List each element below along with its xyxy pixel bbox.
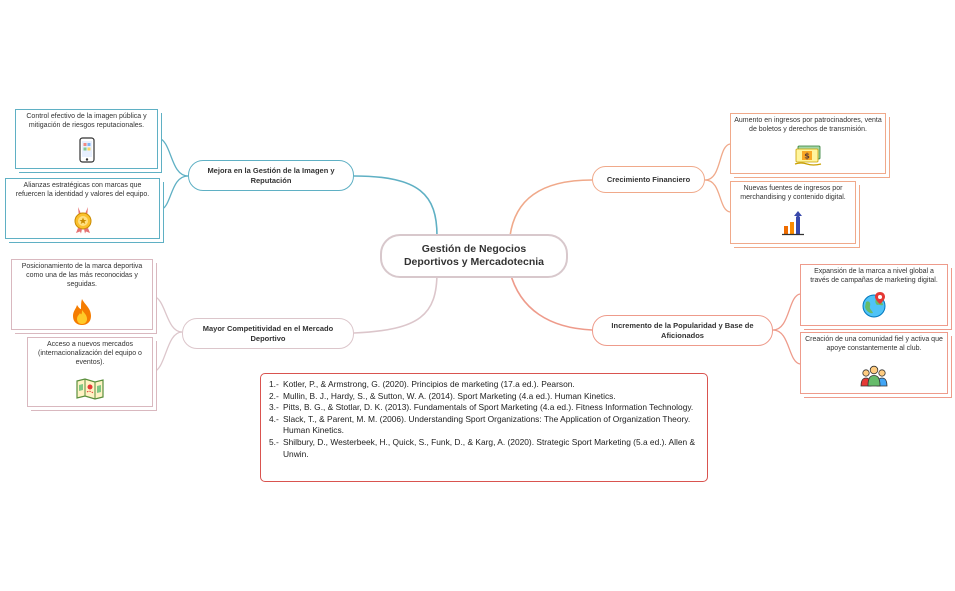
- link-fin-card1: [704, 143, 731, 181]
- reference-item: 1.- Kotler, P., & Armstrong, G. (2020). …: [269, 379, 699, 391]
- reference-number: 2.-: [269, 390, 279, 401]
- reference-text: Shilbury, D., Westerbeek, H., Quick, S.,…: [283, 436, 696, 459]
- card-text: Aumento en ingresos por patrocinadores, …: [734, 117, 882, 133]
- central-topic-line2: Deportivos y Mercadotecnia: [403, 256, 545, 268]
- topic-crecimiento-financiero[interactable]: Crecimiento Financiero: [592, 166, 705, 193]
- card-competitividad-1[interactable]: Posicionamiento de la marca deportiva co…: [11, 259, 153, 330]
- card-imagen-2[interactable]: Alianzas estratégicas con marcas que ref…: [5, 178, 160, 239]
- card-financiero-1[interactable]: Aumento en ingresos por patrocinadores, …: [730, 113, 886, 174]
- reference-item: 2.- Mullin, B. J., Hardy, S., & Sutton, …: [269, 391, 699, 403]
- card-text: Nuevas fuentes de ingresos por merchandi…: [740, 185, 846, 201]
- card-popularidad-1[interactable]: Expansión de la marca a nivel global a t…: [800, 264, 948, 326]
- link-pop-card2: [772, 329, 801, 365]
- central-topic-line1: Gestión de Negocios: [421, 243, 527, 255]
- reference-text: Mullin, B. J., Hardy, S., & Sutton, W. A…: [283, 390, 616, 401]
- money-icon: $: [794, 145, 822, 170]
- topic-label: Crecimiento Financiero: [606, 174, 691, 184]
- card-text: Creación de una comunidad fiel y activa …: [805, 336, 943, 352]
- card-text: Posicionamiento de la marca deportiva co…: [21, 263, 143, 288]
- link-fin-card2: [704, 179, 731, 213]
- smartphone-icon: [78, 137, 95, 166]
- link-center-popularidad: [509, 271, 593, 331]
- references-box[interactable]: 1.- Kotler, P., & Armstrong, G. (2020). …: [260, 373, 708, 482]
- topic-popularidad[interactable]: Incremento de la Popularidad y Base de A…: [592, 315, 773, 346]
- link-comp-card1: [152, 295, 183, 333]
- link-center-financiero: [509, 179, 593, 237]
- topic-imagen-reputacion[interactable]: Mejora en la Gestión de la Imagen y Repu…: [188, 160, 354, 191]
- reference-number: 3.-: [269, 402, 279, 413]
- reference-item: 4.- Slack, T., & Parent, M. M. (2006). U…: [269, 414, 699, 437]
- topic-label: Mayor Competitividad en el Mercado Depor…: [202, 324, 334, 343]
- card-text: Control efectivo de la imagen pública y …: [26, 113, 147, 129]
- medal-icon: [71, 206, 95, 237]
- topic-label: Incremento de la Popularidad y Base de A…: [611, 321, 754, 340]
- map-icon: [76, 378, 104, 403]
- topic-label: Mejora en la Gestión de la Imagen y Repu…: [207, 166, 335, 185]
- link-comp-card2: [152, 331, 183, 373]
- fire-icon: [71, 298, 93, 329]
- card-imagen-1[interactable]: Control efectivo de la imagen pública y …: [15, 109, 158, 169]
- link-imagen-card1: [157, 137, 189, 177]
- globe-pin-icon: [861, 291, 887, 322]
- svg-text:$: $: [804, 152, 810, 161]
- growth-chart-icon: [781, 210, 805, 239]
- reference-number: 5.-: [269, 436, 279, 447]
- card-popularidad-2[interactable]: Creación de una comunidad fiel y activa …: [800, 332, 948, 394]
- reference-item: 3.- Pitts, B. G., & Stotlar, D. K. (2013…: [269, 402, 699, 414]
- link-imagen-card2: [159, 175, 189, 211]
- card-text: Acceso a nuevos mercados (internacionali…: [38, 341, 142, 366]
- reference-item: 5.- Shilbury, D., Westerbeek, H., Quick,…: [269, 437, 699, 460]
- reference-number: 1.-: [269, 379, 279, 389]
- card-financiero-2[interactable]: Nuevas fuentes de ingresos por merchandi…: [730, 181, 856, 244]
- card-text: Alianzas estratégicas con marcas que ref…: [15, 182, 150, 198]
- central-topic[interactable]: Gestión de Negocios Deportivos y Mercado…: [380, 234, 568, 278]
- reference-number: 4.-: [269, 413, 279, 424]
- people-icon: [859, 365, 889, 390]
- card-competitividad-2[interactable]: Acceso a nuevos mercados (internacionali…: [27, 337, 153, 407]
- link-center-imagen: [353, 175, 438, 237]
- reference-text: Slack, T., & Parent, M. M. (2006). Under…: [283, 413, 691, 436]
- card-text: Expansión de la marca a nivel global a t…: [810, 268, 938, 284]
- reference-text: Pitts, B. G., & Stotlar, D. K. (2013). F…: [283, 402, 694, 413]
- link-center-competitividad: [353, 271, 438, 334]
- topic-competitividad[interactable]: Mayor Competitividad en el Mercado Depor…: [182, 318, 354, 349]
- link-pop-card1: [772, 293, 801, 331]
- reference-text: Kotler, P., & Armstrong, G. (2020). Prin…: [283, 379, 575, 389]
